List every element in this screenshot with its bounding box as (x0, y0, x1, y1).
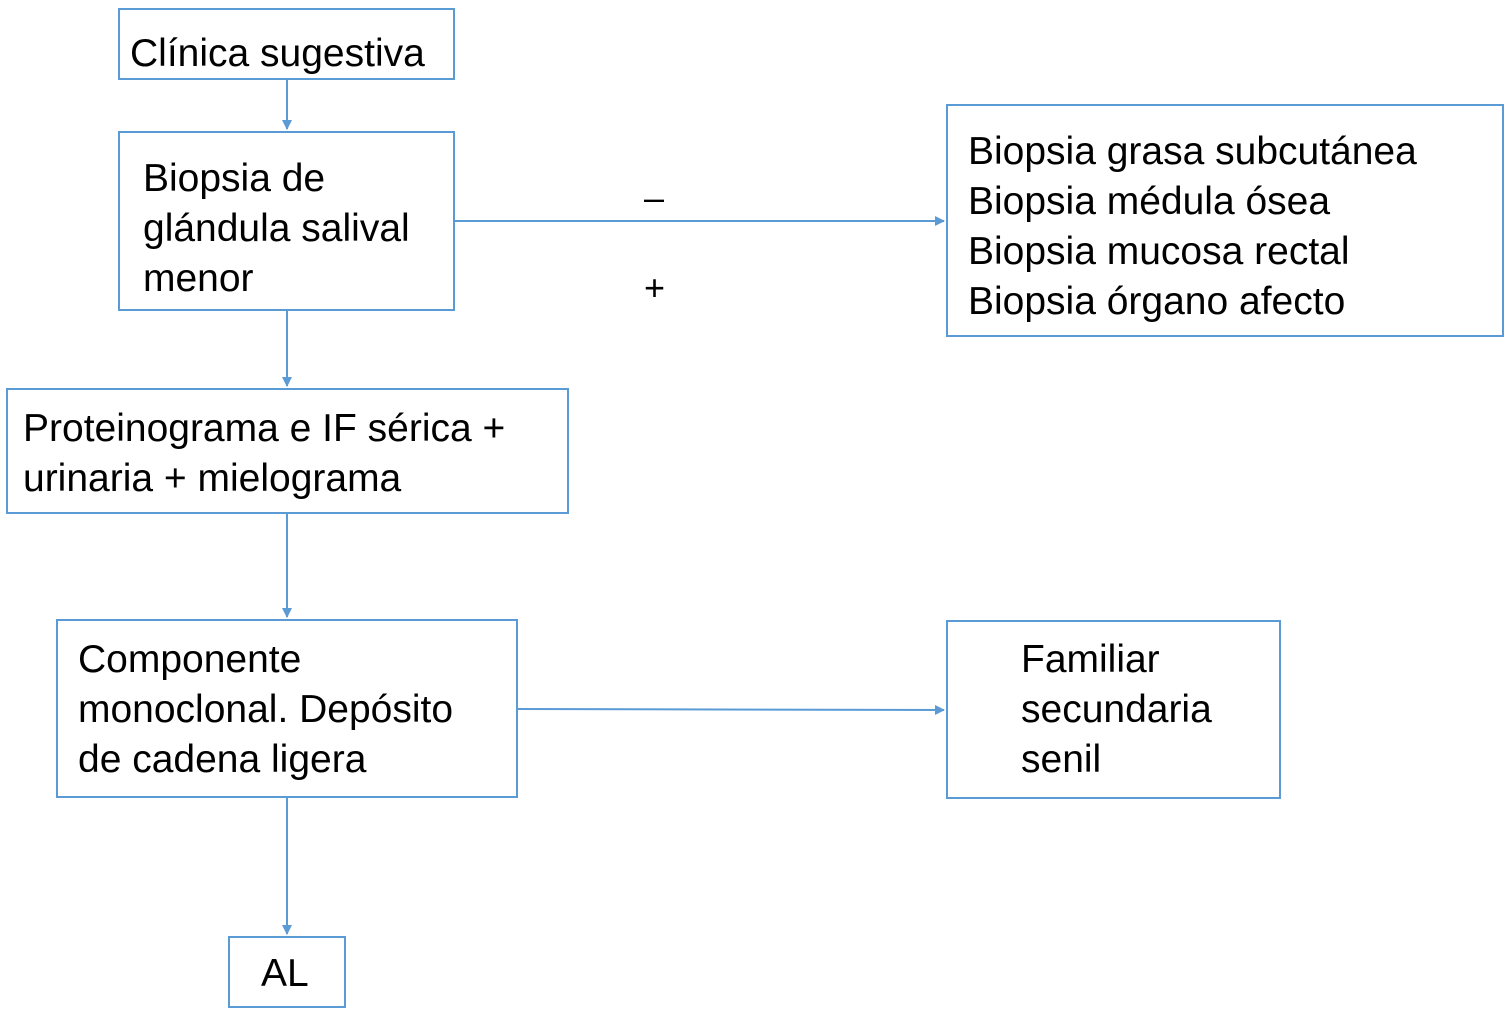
node-componente-monoclonal: Componente monoclonal. Depósito de caden… (56, 619, 518, 798)
node-proteinograma: Proteinograma e IF sérica + urinaria + m… (6, 388, 569, 514)
edge-label-positive: + (644, 267, 666, 308)
node-al: AL (228, 936, 346, 1008)
node-clinica-sugestiva: Clínica sugestiva (118, 8, 455, 80)
node-biopsias-alternativas: Biopsia grasa subcutánea Biopsia médula … (946, 104, 1504, 337)
node-text-line: Biopsia grasa subcutánea (968, 130, 1417, 173)
edge-label-negative: – (644, 177, 665, 218)
arrow-componente-to-otras-formas (516, 704, 945, 715)
node-text-line: urinaria + mielograma (23, 457, 402, 500)
node-text-line: Biopsia de (143, 157, 326, 200)
node-text-line: Proteinograma e IF sérica + (23, 407, 506, 450)
node-text-line: Familiar (1021, 638, 1160, 681)
node-text-line: Clínica sugestiva (130, 32, 425, 75)
node-text-line: monoclonal. Depósito (78, 688, 454, 731)
node-text-line: Biopsia médula ósea (968, 180, 1331, 223)
node-text-line: secundaria (1021, 688, 1212, 731)
node-text-line: Biopsia órgano afecto (968, 280, 1346, 323)
node-text-line: Componente (78, 638, 302, 681)
node-familiar-secundaria-senil: Familiar secundaria senil (946, 620, 1281, 799)
node-text-line: menor (143, 257, 254, 300)
node-text-line: de cadena ligera (78, 738, 367, 781)
node-biopsia-glandula-salival: Biopsia de glándula salival menor (118, 131, 455, 311)
node-text-line: senil (1021, 738, 1102, 781)
node-text-line: AL (261, 952, 309, 995)
node-text-line: Biopsia mucosa rectal (968, 230, 1350, 273)
node-text-line: glándula salival (143, 207, 410, 250)
